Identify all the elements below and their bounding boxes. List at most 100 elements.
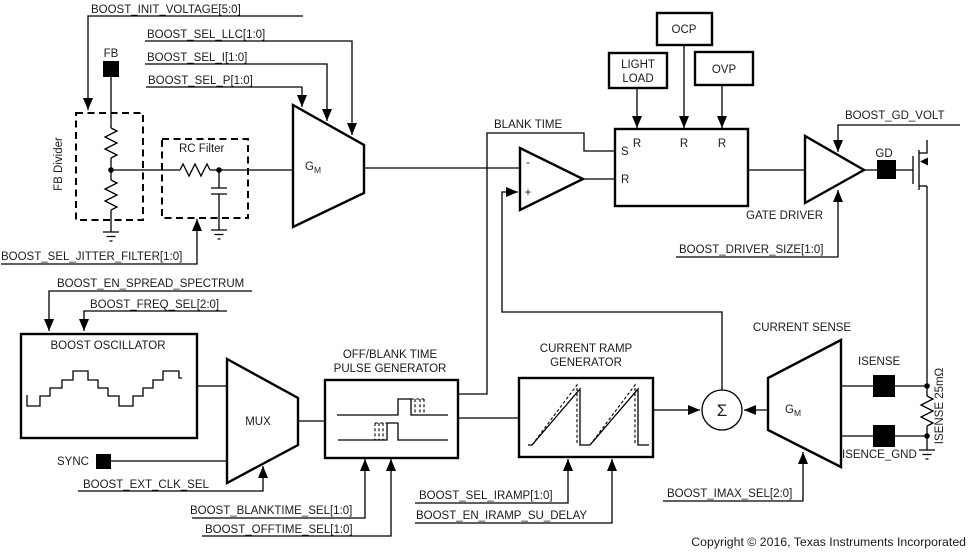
wire-boost-sel-p (146, 86, 307, 107)
wire-boost-driver-size (676, 190, 843, 258)
ocp-label: OCP (672, 24, 697, 36)
signal-label-boost-driver-size: BOOST_DRIVER_SIZE[1:0] (679, 244, 823, 256)
oscillator-waveform (26, 370, 182, 407)
latch-box (613, 127, 750, 208)
wire-boost-blanktime-sel (192, 459, 370, 519)
ovp-label: OVP (712, 64, 737, 76)
wire-boost-en-spread-spectrum (44, 290, 252, 331)
latch-r1-label: R (633, 138, 641, 150)
rc-capacitor (211, 170, 227, 230)
wire-boost-ext-clk-sel (78, 466, 268, 492)
isence-gnd-pin (873, 425, 895, 447)
latch-s-label: S (621, 146, 629, 158)
pin-label-isense: ISENSE (858, 356, 901, 368)
sense-ground-symbol (919, 449, 935, 460)
pin-label-sync: SYNC (57, 456, 89, 468)
signal-label-boost-blanktime-sel: BOOST_BLANKTIME_SEL[1:0] (190, 505, 352, 517)
rc-ground-symbol (211, 229, 227, 240)
divider-ground-symbol (103, 231, 119, 242)
signal-label-boost-sel-iramp: BOOST_SEL_IRAMP[1:0] (419, 490, 553, 502)
current-sense-gm-body (766, 338, 843, 469)
current-sense-label: CURRENT SENSE (753, 322, 852, 334)
signal-label-boost-ext-clk-sel: BOOST_EXT_CLK_SEL (83, 479, 210, 491)
summer-circle (701, 389, 743, 431)
ovp-box (693, 50, 755, 87)
rc-filter-label: RC Filter (179, 143, 225, 155)
gm-error-amp: G M (291, 102, 520, 229)
cs-gm-label: G (785, 404, 794, 416)
pulse-waveform-upper-dashed (411, 398, 425, 415)
ramp-gen-box (517, 376, 655, 459)
wire-summer-to-comparator-plus (501, 187, 723, 390)
wire-blanktime-to-latch-s (458, 132, 615, 395)
mosfet-drain-stub (919, 140, 928, 154)
pulse-waveform-lower (338, 422, 448, 441)
rc-filter-block: RC Filter BOOST_SEL_JITTER_FILTER[1:0] (1, 138, 293, 265)
ramp-gen-label-line2: GENERATOR (550, 357, 622, 369)
latch-r3-label: R (718, 138, 726, 150)
ramp-gen-label-line1: CURRENT RAMP (540, 343, 633, 355)
sense-resistor-label: ISENSE 25mΩ (934, 367, 946, 444)
oscillator-label: BOOST OSCILLATOR (50, 340, 165, 352)
latch-r-left-label: R (621, 174, 629, 186)
signal-label-boost-sel-p: BOOST_SEL_P[1:0] (148, 75, 253, 87)
signal-label-boost-offtime-sel: BOOST_OFFTIME_SEL[1:0] (205, 524, 353, 536)
divider-resistor-bottom (103, 179, 119, 211)
wire-boost-init-voltage (83, 15, 303, 110)
gd-pin (877, 160, 896, 179)
gm-label-sub: M (314, 165, 321, 175)
wire-boost-offtime-sel (202, 459, 396, 537)
pulse-generator-block: OFF/BLANK TIME PULSE GENERATOR BOOST_BLA… (190, 349, 519, 537)
copyright-text: Copyright © 2016, Texas Instruments Inco… (691, 535, 966, 549)
pwm-latch: S R R R R LIGHT LOAD OCP OVP (607, 11, 755, 208)
mosfet-body-arrow (920, 157, 928, 166)
wire-boost-gd-volt (833, 124, 960, 152)
latch-r2-label: R (680, 138, 688, 150)
light-load-label-line2: LOAD (622, 73, 653, 85)
sense-resistor-network: ISENSE 25mΩ (919, 367, 946, 460)
blank-time-comparator: BLANK TIME - + (458, 119, 723, 395)
mux-block: MUX SYNC BOOST_EXT_CLK_SEL (57, 356, 325, 492)
gate-driver-block: GATE DRIVER BOOST_GD_VOLT BOOST_DRIVER_S… (676, 110, 960, 386)
rc-filter-box (161, 138, 249, 219)
rc-resistor (179, 162, 211, 178)
wire-boost-freq-sel (79, 310, 227, 331)
wire-boost-sel-jitter-filter (1, 219, 202, 265)
signal-label-boost-init-voltage: BOOST_INIT_VOLTAGE[5:0] (91, 4, 241, 16)
isence-gnd-node-dot (924, 433, 930, 439)
signal-label-boost-freq-sel: BOOST_FREQ_SEL[2:0] (90, 299, 219, 311)
ramp-waveform (528, 387, 649, 446)
fb-pin (103, 61, 119, 77)
wire-boost-sel-i (145, 63, 332, 121)
wire-boost-en-iramp-su-delay (415, 459, 617, 524)
mux-body (225, 356, 300, 486)
comparator-minus-label: - (526, 157, 530, 169)
wire-boost-sel-llc (145, 40, 357, 135)
gate-driver-body (803, 133, 867, 206)
light-load-box (607, 51, 669, 90)
sense-resistor-zigzag (919, 395, 935, 427)
fb-divider-box (75, 112, 144, 221)
current-sense-block: CURRENT SENSE G M BOOST_IMAX_SEL[2:0] IS… (663, 322, 927, 502)
ocp-box (655, 11, 714, 47)
mosfet-symbol (912, 140, 928, 386)
pulse-gen-label-line1: OFF/BLANK TIME (343, 349, 438, 361)
pulse-gen-box (323, 378, 460, 460)
isense-pin (873, 375, 895, 397)
signal-label-boost-sel-jitter-filter: BOOST_SEL_JITTER_FILTER[1:0] (1, 251, 182, 263)
signal-label-boost-sel-llc: BOOST_SEL_LLC[1:0] (147, 29, 265, 41)
pin-label-fb: FB (104, 48, 119, 60)
signal-label-boost-sel-i: BOOST_SEL_I[1:0] (147, 52, 247, 64)
signal-label-boost-gd-volt: BOOST_GD_VOLT (845, 110, 944, 122)
signal-label-boost-en-iramp-su-delay: BOOST_EN_IRAMP_SU_DELAY (416, 510, 587, 522)
ramp-generator-block: CURRENT RAMP GENERATOR BOOST_SEL_IRAMP[1… (415, 343, 700, 524)
wire-boost-sel-iramp (415, 459, 573, 504)
gate-driver-label: GATE DRIVER (746, 210, 823, 222)
gm-error-amp-body (291, 102, 366, 229)
summer-sigma-label: Σ (717, 401, 728, 420)
blank-time-label: BLANK TIME (494, 119, 562, 131)
signal-label-boost-imax-sel: BOOST_IMAX_SEL[2:0] (667, 488, 792, 500)
comparator-body (518, 146, 586, 212)
pin-label-gd: GD (875, 148, 892, 160)
